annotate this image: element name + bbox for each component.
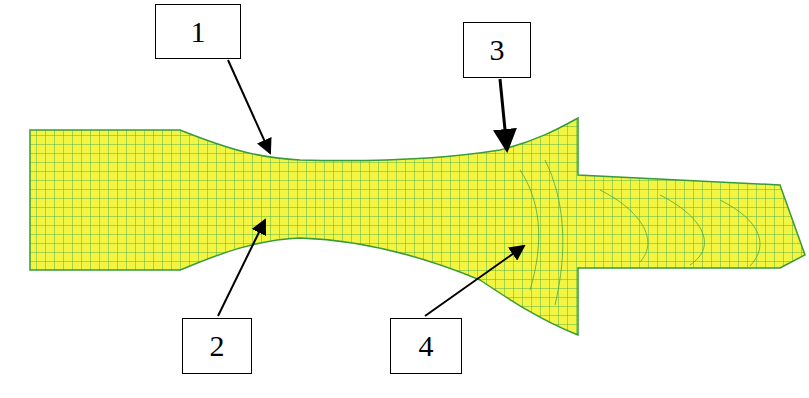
callout-number: 3	[490, 35, 505, 65]
mesh-distortion	[520, 160, 760, 305]
callout-number: 2	[210, 331, 225, 361]
leader-arrows	[218, 60, 524, 316]
deformed-mesh	[30, 118, 805, 335]
leader-arrow	[228, 60, 270, 153]
leader-arrow	[500, 79, 507, 150]
callout-box: 4	[390, 318, 462, 374]
leader-arrow	[218, 220, 265, 316]
leader-arrow	[425, 246, 524, 316]
callout-number: 4	[419, 331, 434, 361]
callout-box: 1	[155, 4, 241, 59]
callout-number: 1	[191, 17, 206, 47]
callout-box: 3	[463, 22, 531, 78]
callout-box: 2	[182, 318, 252, 374]
